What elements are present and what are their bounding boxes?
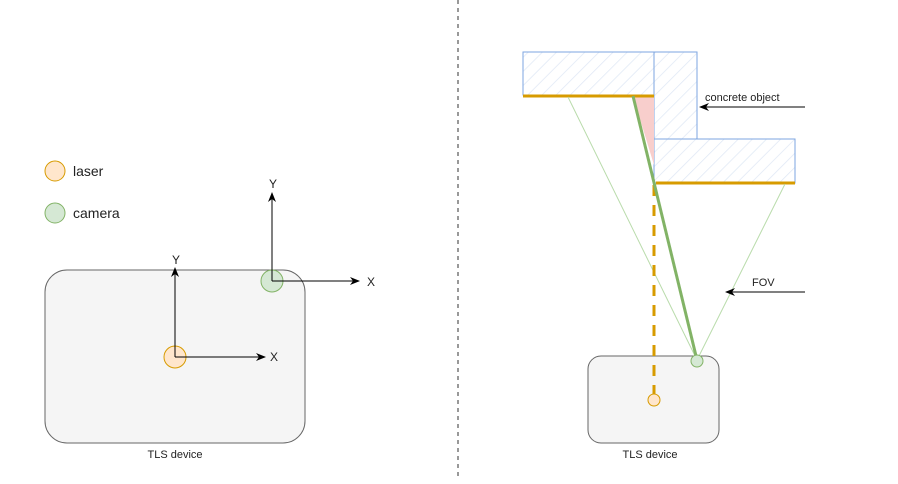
laser-x-label: X [270, 350, 278, 364]
fov-line-right [696, 183, 786, 361]
legend-camera-label: camera [73, 205, 120, 221]
legend-laser-icon [44, 160, 66, 182]
right-laser-icon [647, 393, 661, 407]
right-device-label: TLS device [622, 449, 677, 461]
right-camera-icon [690, 354, 704, 368]
legend: laser camera [44, 160, 120, 224]
left-device-label: TLS device [147, 449, 202, 461]
camera-y-label: Y [269, 177, 277, 191]
left-device: TLS device Y X Y X [44, 177, 375, 461]
legend-laser-label: laser [73, 163, 104, 179]
fov-label: FOV [752, 277, 775, 289]
camera-x-label: X [367, 275, 375, 289]
object-label: concrete object [705, 92, 780, 104]
concrete-object [522, 51, 796, 185]
fov-line-left [567, 96, 698, 361]
legend-camera-icon [44, 202, 66, 224]
camera-ray [631, 95, 699, 361]
laser-y-label: Y [172, 253, 180, 267]
